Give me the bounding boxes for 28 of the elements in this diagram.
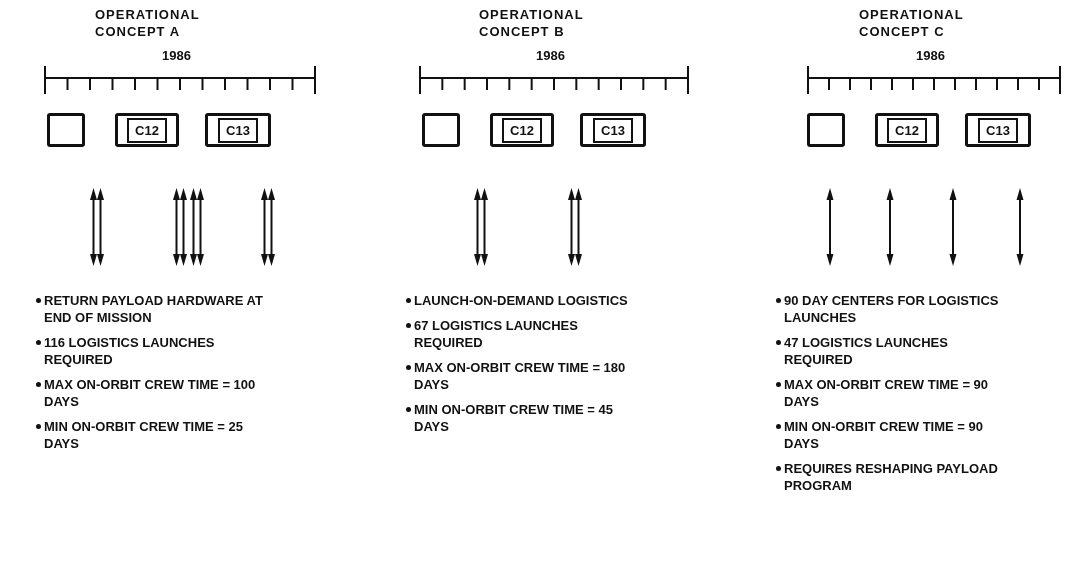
bullet-point-text: 67 LOGISTICS LAUNCHES REQUIRED — [414, 317, 579, 351]
bullet-point-text: MAX ON-ORBIT CREW TIME = 90 DAYS — [784, 376, 990, 410]
empty-module-box — [422, 113, 460, 147]
module-box: C13 — [580, 113, 646, 147]
bullet-point-text: RETURN PAYLOAD HARDWARE AT END OF MISSION — [44, 292, 264, 326]
concept-heading: OPERATIONAL CONCEPT A — [95, 6, 201, 40]
bullet-point-text: LAUNCH-ON-DEMAND LOGISTICS — [414, 292, 629, 309]
bullet-point-text: 90 DAY CENTERS FOR LOGISTICS LAUNCHES — [784, 292, 1000, 326]
module-box: C13 — [965, 113, 1031, 147]
year-label: 1986 — [536, 48, 565, 63]
concept-heading: OPERATIONAL CONCEPT C — [859, 6, 965, 40]
year-label: 1986 — [162, 48, 191, 63]
module-box: C12 — [490, 113, 554, 147]
bullet-point-text: REQUIRES RESHAPING PAYLOAD PROGRAM — [784, 460, 999, 494]
bullet-point-text: 116 LOGISTICS LAUNCHES REQUIRED — [44, 334, 216, 368]
bullet-point-text: MIN ON-ORBIT CREW TIME = 25 DAYS — [44, 418, 244, 452]
bullet-point-text: MAX ON-ORBIT CREW TIME = 100 DAYS — [44, 376, 257, 410]
concept-heading: OPERATIONAL CONCEPT B — [479, 6, 585, 40]
bullet-point-text: MIN ON-ORBIT CREW TIME = 90 DAYS — [784, 418, 984, 452]
bullet-point-text: MAX ON-ORBIT CREW TIME = 180 DAYS — [414, 359, 627, 393]
empty-module-box — [807, 113, 845, 147]
module-box: C12 — [875, 113, 939, 147]
bullet-point-text: MIN ON-ORBIT CREW TIME = 45 DAYS — [414, 401, 614, 435]
empty-module-box — [47, 113, 85, 147]
module-box: C13 — [205, 113, 271, 147]
year-label: 1986 — [916, 48, 945, 63]
bullet-point-text: 47 LOGISTICS LAUNCHES REQUIRED — [784, 334, 949, 368]
module-box: C12 — [115, 113, 179, 147]
